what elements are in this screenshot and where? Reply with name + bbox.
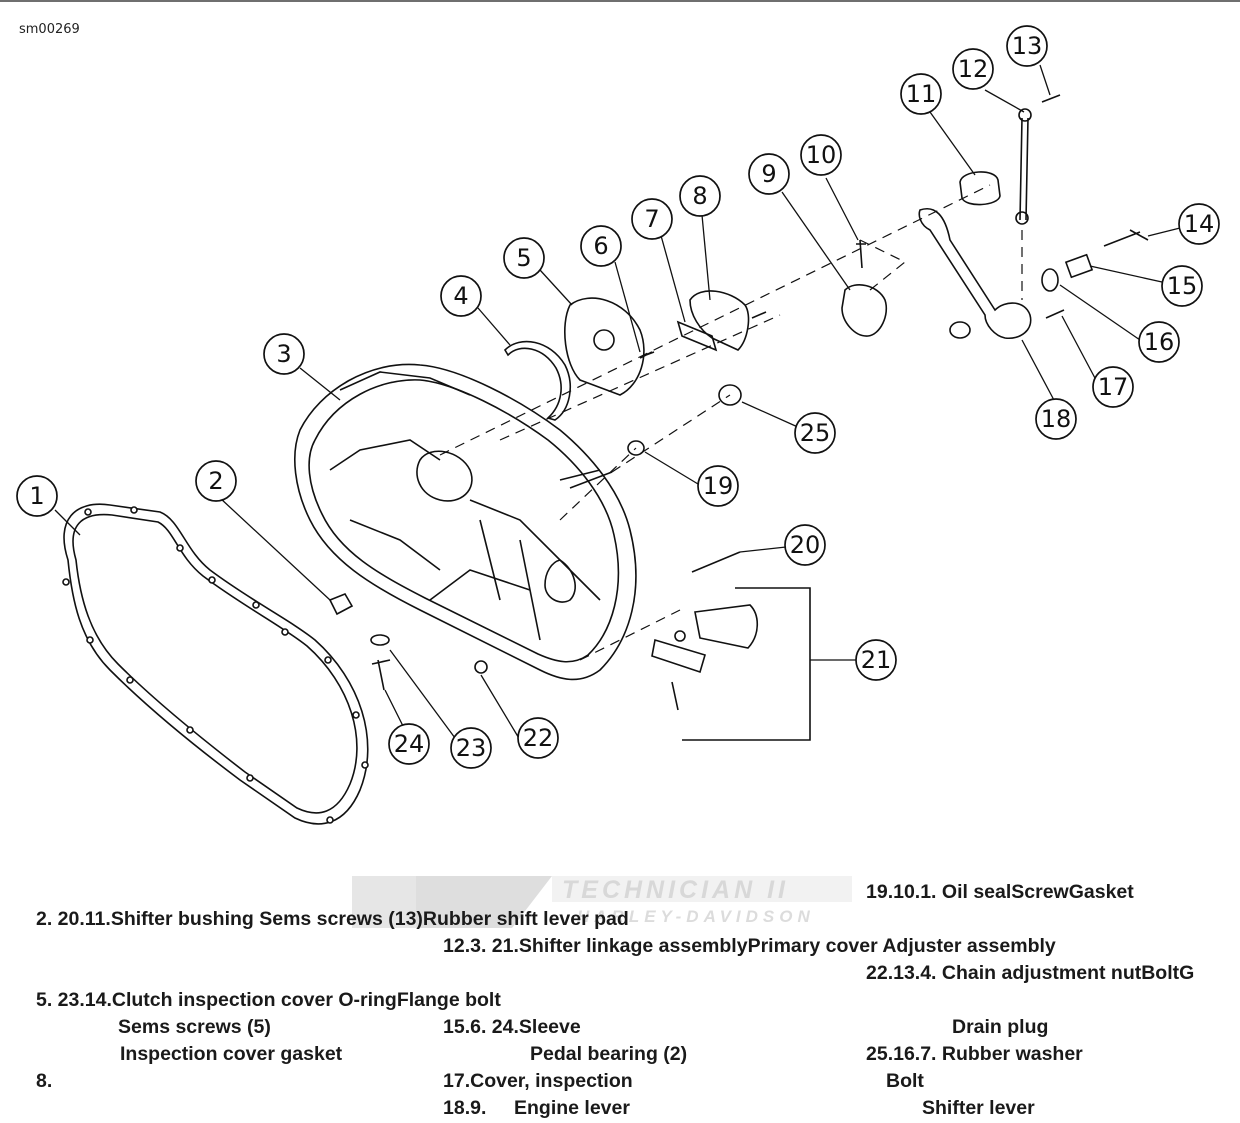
part-shifter-lever xyxy=(918,208,1032,340)
callout-21 xyxy=(855,639,897,681)
callout-label-13: 13 xyxy=(1012,32,1043,60)
callout-label-9: 9 xyxy=(761,160,776,188)
legend-line: 15.6. 24.Sleeve xyxy=(443,1016,581,1038)
callout-1 xyxy=(16,475,58,517)
callout-label-10: 10 xyxy=(806,141,837,169)
image-code-label: sm00269 xyxy=(19,22,80,37)
callout-13 xyxy=(1006,25,1048,67)
callout-label-4: 4 xyxy=(453,282,468,310)
callout-14 xyxy=(1178,203,1220,245)
callout-label-24: 24 xyxy=(394,730,425,758)
watermark-line-1: TECHNICIAN II xyxy=(562,876,789,904)
callout-label-8: 8 xyxy=(692,182,707,210)
legend-line: Pedal bearing (2) xyxy=(530,1043,688,1065)
callout-label-23: 23 xyxy=(456,734,487,762)
callout-6 xyxy=(580,225,622,267)
callout-label-2: 2 xyxy=(208,467,223,495)
legend-line: Bolt xyxy=(886,1070,924,1092)
callout-18 xyxy=(1035,398,1077,440)
part-inspection-cover xyxy=(564,297,645,396)
legend-line: 2. 20.11.Shifter bushing Sems screws (13… xyxy=(36,908,629,930)
callout-3 xyxy=(263,333,305,375)
callout-label-21: 21 xyxy=(861,646,892,674)
callout-label-5: 5 xyxy=(516,244,531,272)
part-o-ring xyxy=(370,634,390,646)
callout-15 xyxy=(1161,265,1203,307)
part-pedal-bearing xyxy=(718,384,742,406)
part-sems-screw-6 xyxy=(639,351,655,359)
legend-line: 25.16.7. Rubber washer xyxy=(866,1043,1083,1065)
part-flange-bolt xyxy=(1103,229,1149,247)
callout-8 xyxy=(679,175,721,217)
callout-label-22: 22 xyxy=(523,724,554,752)
part-washer xyxy=(1041,268,1059,292)
callout-23 xyxy=(450,727,492,769)
callout-10 xyxy=(800,134,842,176)
callout-2 xyxy=(195,460,237,502)
callout-4 xyxy=(440,275,482,317)
part-bolt-13 xyxy=(1041,94,1061,103)
part-inspection-gasket xyxy=(503,340,571,421)
callout-label-16: 16 xyxy=(1144,328,1175,356)
part-linkage xyxy=(1019,117,1029,221)
part-rubber-pad xyxy=(959,171,1001,206)
legend-line: Drain plug xyxy=(952,1016,1049,1038)
callout-label-19: 19 xyxy=(703,472,734,500)
callout-25 xyxy=(794,412,836,454)
callout-label-20: 20 xyxy=(790,531,821,559)
callout-label-14: 14 xyxy=(1184,210,1215,238)
legend-line: Inspection cover gasket xyxy=(120,1043,343,1065)
callout-label-17: 17 xyxy=(1098,373,1129,401)
part-sleeve xyxy=(1064,253,1094,279)
callout-label-6: 6 xyxy=(593,232,608,260)
callout-20 xyxy=(784,524,826,566)
part-primary-cover xyxy=(294,363,637,681)
legend-line: 12.3. 21.Shifter linkage assemblyPrimary… xyxy=(443,935,1056,957)
part-nut xyxy=(474,660,488,674)
callout-label-11: 11 xyxy=(906,80,937,108)
part-bolt-17 xyxy=(1045,309,1065,319)
callout-label-7: 7 xyxy=(644,205,659,233)
callout-label-3: 3 xyxy=(276,340,291,368)
part-oil-seal xyxy=(627,440,645,456)
legend-line: 18.9. xyxy=(443,1097,487,1119)
part-bolt-20 xyxy=(691,551,741,573)
callout-12 xyxy=(952,48,994,90)
callout-label-15: 15 xyxy=(1167,272,1198,300)
callout-22 xyxy=(517,717,559,759)
top-border xyxy=(0,0,1240,2)
legend-line: 22.13.4. Chain adjustment nutBoltG xyxy=(866,962,1195,984)
callout-label-18: 18 xyxy=(1041,405,1072,433)
callout-19 xyxy=(697,465,739,507)
part-drain-plug xyxy=(371,659,391,691)
part-pad xyxy=(676,320,718,352)
legend-line: 8. xyxy=(36,1070,53,1092)
technician-watermark: TECHNICIAN II HARLEY-DAVIDSON xyxy=(352,876,852,928)
callout-label-1: 1 xyxy=(29,482,44,510)
exploded-parts-diagram: 1 2 3 4 5 6 7 8 9 10 11 12 13 14 15 16 1… xyxy=(16,25,1220,825)
legend-line: 5. 23.14.Clutch inspection cover O-ringF… xyxy=(36,989,501,1011)
callout-7 xyxy=(631,198,673,240)
callout-9 xyxy=(748,153,790,195)
part-joint xyxy=(841,284,887,337)
legend-line: 17.Cover, inspection xyxy=(443,1070,633,1092)
callout-17 xyxy=(1092,366,1134,408)
callout-16 xyxy=(1138,321,1180,363)
callout-label-12: 12 xyxy=(958,55,989,83)
callout-11 xyxy=(900,73,942,115)
callout-label-25: 25 xyxy=(800,419,831,447)
part-chain-adjuster xyxy=(694,604,759,649)
callout-24 xyxy=(388,723,430,765)
part-screw-10 xyxy=(856,239,866,269)
callout-5 xyxy=(503,237,545,279)
legend-line: 19.10.1. Oil sealScrewGasket xyxy=(866,881,1134,903)
part-bushing xyxy=(328,593,354,616)
watermark-line-2: HARLEY-DAVIDSON xyxy=(577,907,815,926)
part-gasket xyxy=(62,503,369,825)
part-adjuster xyxy=(689,290,750,351)
legend-line: Sems screws (5) xyxy=(118,1016,271,1038)
legend-line: Engine lever xyxy=(514,1097,630,1119)
legend-line: Shifter lever xyxy=(922,1097,1035,1119)
